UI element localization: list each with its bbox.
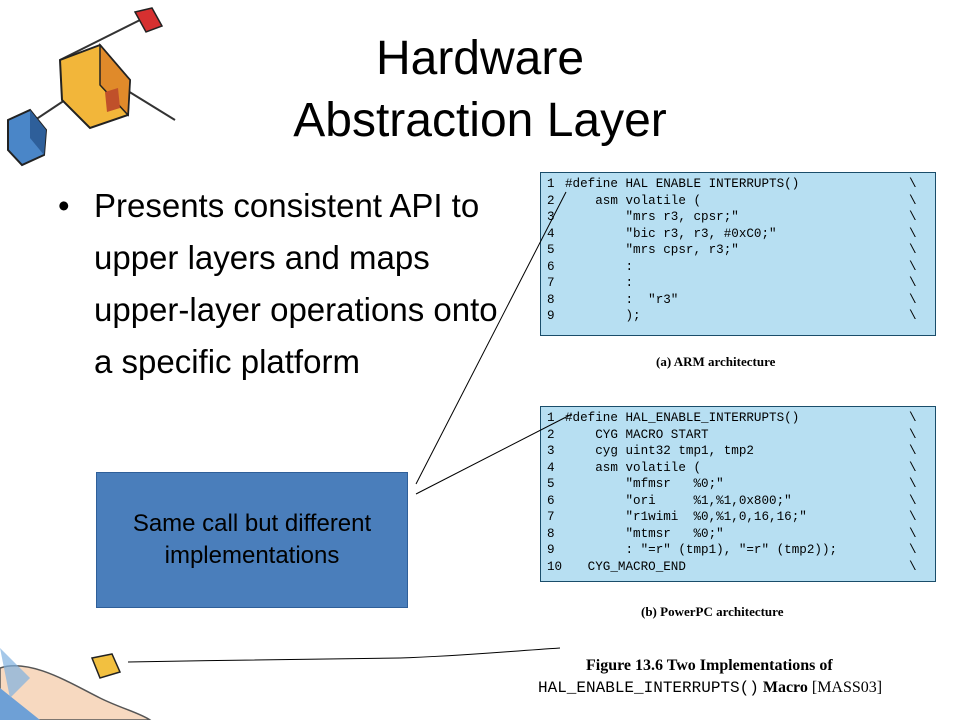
code-line-continuation: \ bbox=[909, 460, 917, 475]
code-line-continuation: \ bbox=[909, 259, 917, 274]
code-line-text: "bic r3, r3, #0xC0;" bbox=[565, 226, 777, 241]
figure-caption-line1: Figure 13.6 Two Implementations of bbox=[586, 657, 833, 674]
code-line-number: 9 bbox=[547, 309, 555, 323]
code-line: 9 : "=r" (tmp1), "=r" (tmp2)); \ bbox=[547, 542, 935, 559]
code-line: 5 "mrs cpsr, r3;" \ bbox=[547, 242, 935, 259]
code-line-continuation: \ bbox=[909, 526, 917, 541]
code-line: 6 : \ bbox=[547, 259, 935, 276]
code-block-powerpc: 1#define HAL_ENABLE_INTERRUPTS()\2 CYG M… bbox=[540, 406, 936, 582]
code-line-text: "r1wimi %0,%1,0,16,16;" bbox=[565, 510, 807, 524]
figure-caption-ref: [MASS03] bbox=[811, 679, 883, 696]
code-line-continuation: \ bbox=[909, 193, 917, 208]
code-line-continuation: \ bbox=[909, 276, 917, 290]
code-line-number: 5 bbox=[547, 243, 555, 257]
code-line-text: : bbox=[565, 276, 634, 290]
code-line: 3 "mrs r3, cpsr;" \ bbox=[547, 209, 935, 226]
code-line-continuation: \ bbox=[909, 292, 917, 307]
code-line-text: "mtmsr %0;" bbox=[565, 526, 724, 541]
code-line-continuation: \ bbox=[909, 477, 917, 491]
code-line-number: 3 bbox=[547, 444, 555, 458]
caption-arm: (a) ARM architecture bbox=[656, 354, 776, 369]
code-line: 2 asm volatile ( \ bbox=[547, 193, 935, 210]
code-line-text: "ori %1,%1,0x800;" bbox=[565, 493, 792, 508]
code-line-continuation: \ bbox=[909, 543, 917, 557]
code-line-text: "mfmsr %0;" bbox=[565, 477, 724, 491]
code-line-text: cyg uint32 tmp1, tmp2 bbox=[565, 444, 754, 458]
code-line-number: 4 bbox=[547, 226, 555, 241]
code-line-text: ); bbox=[565, 309, 641, 323]
code-line: 8 "mtmsr %0;" \ bbox=[547, 526, 935, 543]
code-line: 4 "bic r3, r3, #0xC0;" \ bbox=[547, 226, 935, 243]
code-line-text: CYG_MACRO_END bbox=[565, 559, 686, 574]
callout-text: Same call but different implementations bbox=[132, 510, 372, 569]
code-line-number: 4 bbox=[547, 460, 555, 475]
code-line-number: 8 bbox=[547, 292, 555, 307]
code-line-continuation: \ bbox=[909, 510, 917, 524]
code-line-number: 6 bbox=[547, 493, 555, 508]
bullet-text: Presents consistent API to upper layers … bbox=[94, 187, 498, 380]
code-line: 8 : "r3" \ bbox=[547, 292, 935, 309]
code-line-text: #define HAL_ENABLE_INTERRUPTS() bbox=[565, 411, 800, 425]
code-line-text: : bbox=[565, 259, 634, 274]
code-line-number: 7 bbox=[547, 510, 555, 524]
figure-caption-word: Macro bbox=[762, 679, 808, 696]
code-line-continuation: \ bbox=[909, 559, 917, 574]
code-line-number: 3 bbox=[547, 210, 555, 224]
title-line-1: Hardware bbox=[375, 32, 585, 85]
code-line: 6 "ori %1,%1,0x800;" \ bbox=[547, 493, 935, 510]
code-line-continuation: \ bbox=[909, 411, 917, 425]
code-line-text: "mrs r3, cpsr;" bbox=[565, 210, 739, 224]
code-line-text: #define HAL ENABLE INTERRUPTS() bbox=[565, 177, 800, 191]
code-line-number: 7 bbox=[547, 276, 555, 290]
code-line-continuation: \ bbox=[909, 444, 917, 458]
code-line-number: 1 bbox=[547, 411, 555, 425]
code-line: 1 #define HAL_ENABLE_INTERRUPTS() \ bbox=[547, 410, 935, 427]
code-line: 7 "r1wimi %0,%1,0,16,16;" \ bbox=[547, 509, 935, 526]
figure-caption-macro: HAL_ENABLE_INTERRUPTS() bbox=[538, 679, 759, 697]
code-block-arm: 1#define HAL ENABLE INTERRUPTS()\2 asm v… bbox=[540, 172, 936, 336]
code-line-number: 6 bbox=[547, 259, 555, 274]
code-line-number: 2 bbox=[547, 427, 555, 442]
slide-title: Hardware Abstraction Layer bbox=[230, 28, 730, 152]
code-line-text: asm volatile ( bbox=[565, 193, 702, 208]
code-line: 4 asm volatile ( \ bbox=[547, 460, 935, 477]
code-line-continuation: \ bbox=[909, 427, 917, 442]
caption-powerpc: (b) PowerPC architecture bbox=[641, 604, 784, 619]
title-line-2: Abstraction Layer bbox=[293, 94, 667, 147]
code-line-number: 2 bbox=[547, 193, 555, 208]
code-line: 1 #define HAL ENABLE INTERRUPTS() \ bbox=[547, 176, 935, 193]
code-line-text: : "=r" (tmp1), "=r" (tmp2)); bbox=[565, 543, 838, 557]
code-line-text: "mrs cpsr, r3;" bbox=[565, 243, 739, 257]
figure-caption: Figure 13.6 Two Implementations of HAL_E… bbox=[538, 655, 938, 699]
bullet-marker: • bbox=[58, 187, 70, 224]
code-line-number: 10 bbox=[547, 559, 563, 574]
code-line-continuation: \ bbox=[909, 210, 917, 224]
callout-box: Same call but different implementations bbox=[96, 472, 408, 608]
code-line-continuation: \ bbox=[909, 309, 917, 323]
code-line: 3 cyg uint32 tmp1, tmp2 \ bbox=[547, 443, 935, 460]
code-line-continuation: \ bbox=[909, 243, 917, 257]
code-line-text: : "r3" bbox=[565, 292, 679, 307]
hand-clipart-icon bbox=[0, 648, 152, 720]
code-line-number: 8 bbox=[547, 526, 555, 541]
code-line: 9 ); \ bbox=[547, 308, 935, 325]
code-line-text: asm volatile ( bbox=[565, 460, 702, 475]
cubes-clipart-icon bbox=[7, 7, 176, 167]
code-line-continuation: \ bbox=[909, 493, 917, 508]
code-line-number: 5 bbox=[547, 477, 555, 491]
code-line: 2 CYG MACRO START \ bbox=[547, 427, 935, 444]
code-line-number: 1 bbox=[547, 177, 555, 191]
code-line-number: 9 bbox=[547, 543, 555, 557]
code-line: 10 CYG_MACRO_END \ bbox=[547, 559, 935, 576]
code-line-continuation: \ bbox=[909, 177, 917, 191]
code-line: 7 : \ bbox=[547, 275, 935, 292]
code-line-text: CYG MACRO START bbox=[565, 427, 709, 442]
code-line-continuation: \ bbox=[909, 226, 917, 241]
code-line: 5 "mfmsr %0;" \ bbox=[547, 476, 935, 493]
